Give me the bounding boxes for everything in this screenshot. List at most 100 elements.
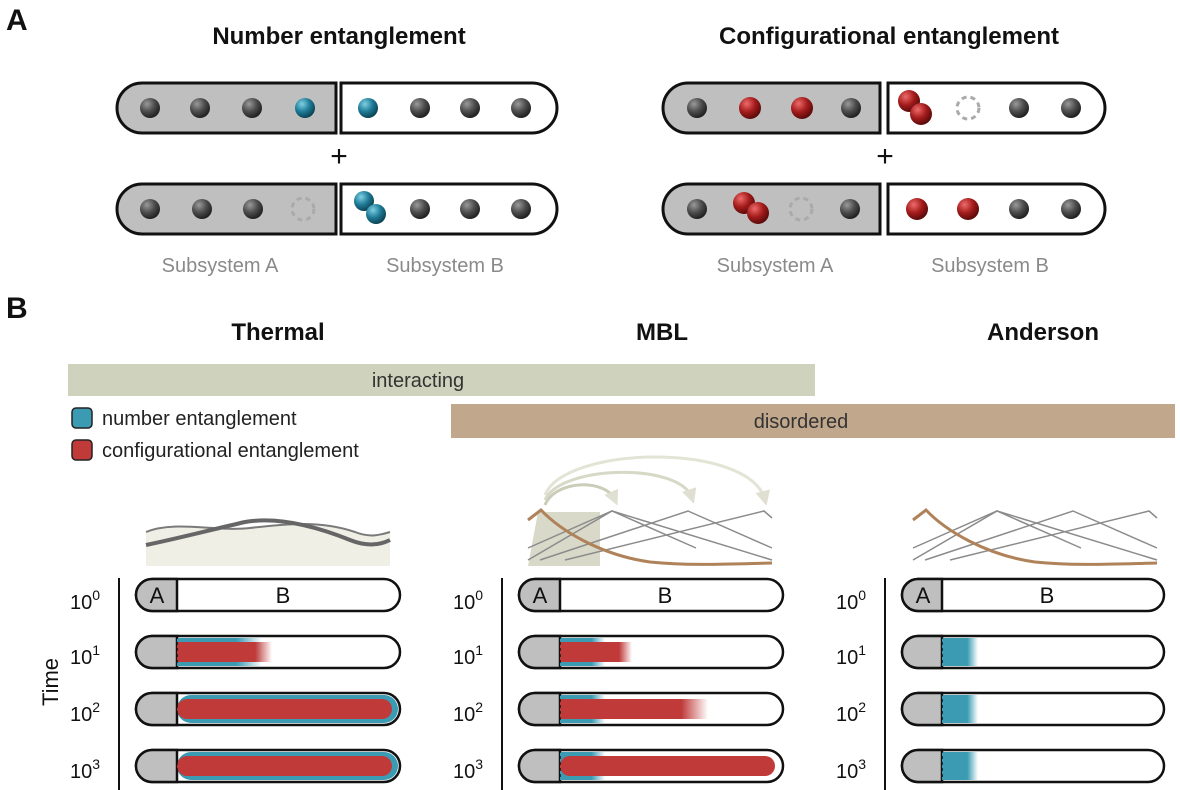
configurational-entanglement-fill [560, 699, 708, 719]
particle [243, 199, 263, 219]
subsystem-a-segment [517, 577, 562, 613]
mbl-title: MBL [636, 319, 688, 346]
configurational-entangled-particle [739, 97, 761, 119]
number-entanglement-fill [942, 695, 978, 723]
time-axis-label: Time [38, 658, 63, 706]
configurational-entangled-particle [791, 97, 813, 119]
subsystem-a-box [661, 81, 882, 135]
time-tick: 103 [836, 756, 866, 783]
subsystem-a-box [115, 182, 338, 236]
disordered-band [451, 404, 1175, 438]
particle [1061, 199, 1081, 219]
plus-sign: + [876, 140, 894, 173]
time-tick: 100 [70, 587, 100, 614]
empty-site [955, 95, 981, 121]
subsystem-a-label: Subsystem A [717, 255, 834, 277]
particle [841, 98, 861, 118]
time-tick: 100 [836, 587, 866, 614]
particle [140, 98, 160, 118]
subsystem-a-label: Subsystem A [162, 255, 279, 277]
time-tick: 103 [453, 756, 483, 783]
particle [140, 199, 160, 219]
time-tick: 101 [70, 642, 100, 669]
particle [1061, 98, 1081, 118]
particle [242, 98, 262, 118]
subsystem-a-segment [900, 577, 944, 613]
particle [460, 199, 480, 219]
panel-a-letter: A [6, 4, 28, 37]
subsystem-b-bar-label: B [276, 583, 291, 608]
subsystem-a-box [661, 182, 882, 236]
legend-configurational-label: configurational entanglement [102, 440, 359, 462]
configurational-entanglement-fill [560, 756, 775, 776]
subsystem-b-box [339, 182, 559, 236]
empty-site [788, 196, 814, 222]
legend-number-swatch [71, 407, 93, 429]
time-ticks-mbl: 100 101 102 103 [453, 587, 483, 783]
particle [1009, 199, 1029, 219]
particle [687, 98, 707, 118]
subsystem-b-box [886, 182, 1107, 236]
time-tick: 102 [836, 699, 866, 726]
particle [840, 199, 860, 219]
particle [460, 98, 480, 118]
subsystem-b-bar-label: B [658, 583, 673, 608]
configurational-entanglement-fill [177, 699, 392, 719]
time-tick: 102 [453, 699, 483, 726]
time-tick: 102 [70, 699, 100, 726]
subsystem-b-box [339, 81, 559, 135]
time-tick: 101 [836, 642, 866, 669]
subsystem-a-segment [517, 748, 562, 784]
thermal-title: Thermal [231, 319, 324, 346]
subsystem-a-segment [134, 634, 179, 670]
configurational-entangled-particle [910, 103, 932, 125]
time-tick: 101 [453, 642, 483, 669]
number-entanglement-diagram: + Subsystem A Subsystem B [115, 81, 559, 277]
disordered-label: disordered [754, 411, 849, 433]
number-entanglement-title: Number entanglement [212, 23, 465, 50]
subsystem-a-segment [900, 634, 944, 670]
particle [190, 98, 210, 118]
configurational-entangled-particle [906, 198, 928, 220]
time-tick: 103 [70, 756, 100, 783]
subsystem-a-segment [517, 691, 562, 727]
interacting-band [68, 364, 815, 396]
particle [410, 98, 430, 118]
particle [511, 98, 531, 118]
time-ticks-thermal: 100 101 102 103 [70, 587, 100, 783]
thermal-wavefunction-sketch [145, 518, 391, 566]
configurational-entanglement-diagram: + Subsystem A Subsystem B [661, 81, 1107, 277]
subsystem-b-label: Subsystem B [386, 255, 504, 277]
time-ticks-anderson: 100 101 102 103 [836, 587, 866, 783]
subsystem-a-segment [134, 691, 179, 727]
panel-b-letter: B [6, 292, 28, 325]
number-entangled-particle [354, 191, 374, 211]
subsystem-b-label: Subsystem B [931, 255, 1049, 277]
subsystem-b-box [886, 81, 1107, 135]
number-entangled-particle [366, 204, 386, 224]
anderson-title: Anderson [987, 319, 1099, 346]
legend-configurational-swatch [71, 439, 93, 461]
subsystem-b-bar-label: B [1040, 583, 1055, 608]
plus-sign: + [330, 140, 348, 173]
configurational-entanglement-fill [177, 642, 272, 662]
legend-number-label: number entanglement [102, 408, 297, 430]
particle [511, 199, 531, 219]
empty-site [290, 196, 316, 222]
mbl-localized-orbitals-sketch [527, 455, 773, 566]
particle [687, 199, 707, 219]
anderson-bars: A B [900, 577, 1166, 784]
subsystem-a-bar-label: A [533, 583, 548, 608]
number-entanglement-fill [942, 752, 978, 780]
configurational-entangled-particle [957, 198, 979, 220]
mbl-bars: A B [517, 577, 785, 784]
thermal-bars: A B [134, 577, 402, 784]
subsystem-a-segment [900, 748, 944, 784]
number-entangled-particle [295, 98, 315, 118]
configurational-entanglement-title: Configurational entanglement [719, 23, 1059, 50]
particle [410, 199, 430, 219]
subsystem-a-box [115, 81, 338, 135]
legend: number entanglement configurational enta… [71, 407, 359, 462]
time-tick: 100 [453, 587, 483, 614]
